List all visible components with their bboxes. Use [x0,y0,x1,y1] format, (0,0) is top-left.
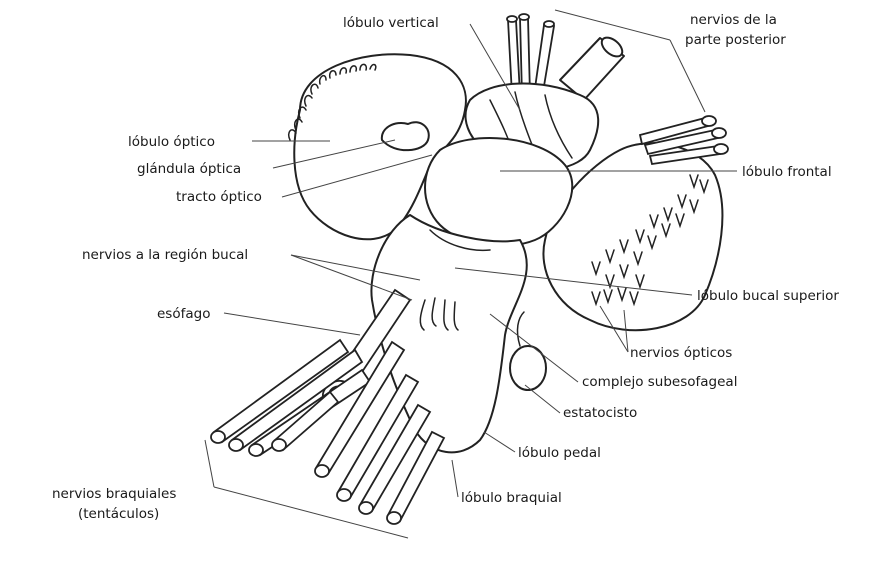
label-lobulo-optico: lóbulo óptico [128,134,215,150]
label-glandula-optica: glándula óptica [137,161,241,177]
frontal-lobe [425,138,572,246]
label-nervios-posterior-2: parte posterior [685,32,786,48]
brain-illustration [211,14,728,524]
statocyst [510,312,546,390]
label-tracto-optico: tracto óptico [176,189,262,205]
optic-gland [382,122,429,150]
label-lobulo-braquial: lóbulo braquial [461,490,562,506]
posterior-nerves-right [640,116,728,164]
label-nervios-braquiales-2: (tentáculos) [78,506,159,522]
label-esofago: esófago [157,306,210,322]
label-lobulo-vertical: lóbulo vertical [343,15,439,31]
label-lobulo-bucal-superior: lóbulo bucal superior [697,288,839,304]
label-complejo-subesofageal: complejo subesofageal [582,374,737,390]
label-nervios-braquiales-1: nervios braquiales [52,486,176,502]
label-nervios-bucal: nervios a la región bucal [82,247,248,263]
label-nervios-opticos: nervios ópticos [630,345,732,361]
label-lobulo-pedal: lóbulo pedal [518,445,601,461]
label-nervios-posterior-1: nervios de la [690,12,777,28]
label-estatocisto: estatocisto [563,405,637,421]
label-lobulo-frontal: lóbulo frontal [742,164,832,180]
